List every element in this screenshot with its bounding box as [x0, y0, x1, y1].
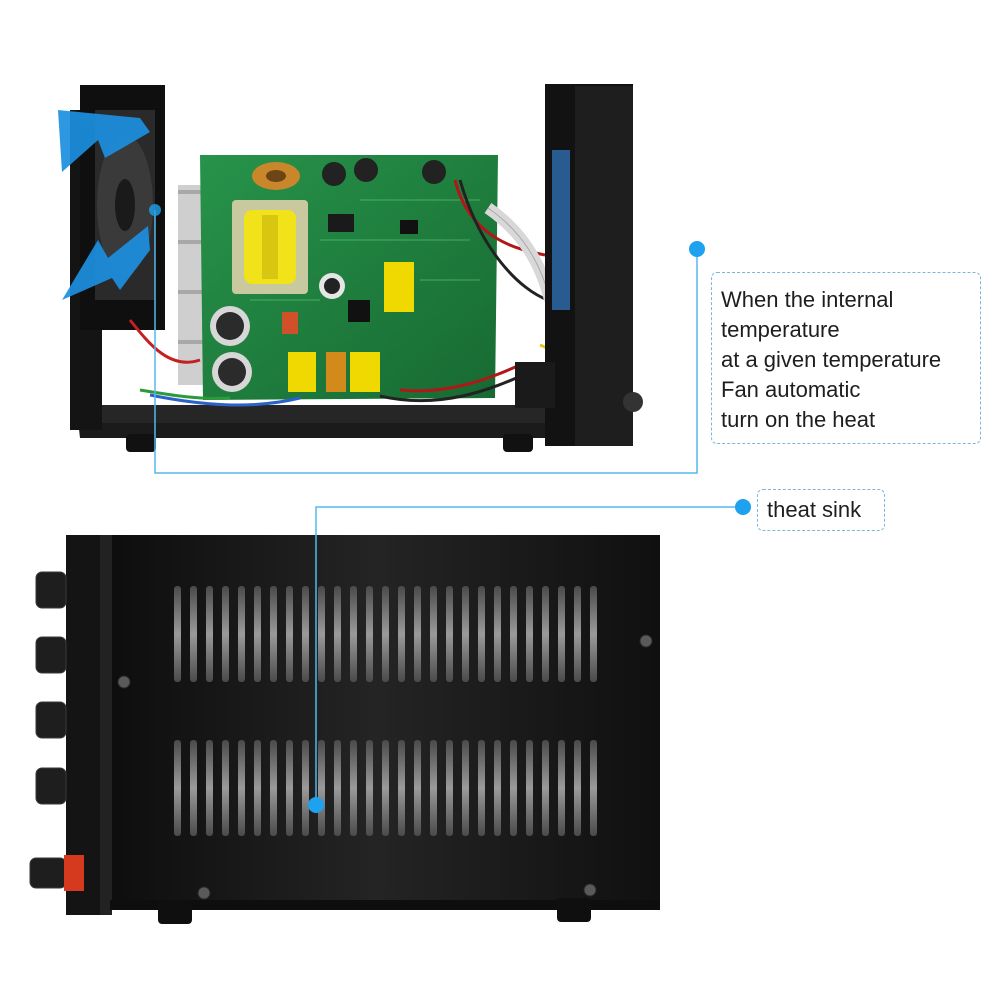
vent-slot: [414, 586, 421, 682]
vent-slot: [494, 740, 501, 836]
vent-slot: [238, 740, 245, 836]
vent-slots-upper: [174, 586, 597, 682]
vent-slot: [558, 740, 565, 836]
vent-slot: [302, 740, 309, 836]
vent-slot: [590, 586, 597, 682]
wires: [128, 179, 557, 407]
vent-slot: [398, 586, 405, 682]
heat-sink-label: theat sink: [767, 497, 862, 522]
vent-slot: [366, 740, 373, 836]
callout-line: Fan automatic: [721, 377, 861, 402]
vent-slot: [462, 740, 469, 836]
vent-slot: [558, 586, 565, 682]
fan-description-callout: When the internal temperature at a given…: [711, 272, 981, 444]
vent-slot: [174, 740, 181, 836]
open-chassis: [58, 84, 643, 452]
circuit-board: [200, 155, 498, 400]
vent-slot: [254, 586, 261, 682]
vent-slot: [430, 740, 437, 836]
vent-slot: [398, 740, 405, 836]
vent-slot: [590, 740, 597, 836]
vent-slot: [174, 586, 181, 682]
knob: [29, 571, 67, 889]
callout-line: at a given temperature: [721, 347, 942, 372]
vent-slot: [238, 586, 245, 682]
vent-slot: [462, 586, 469, 682]
vent-slot: [494, 586, 501, 682]
front-panel: [545, 84, 643, 446]
callout-line: turn on the heat: [721, 407, 876, 432]
vent-slot: [510, 586, 517, 682]
vent-slot: [334, 586, 341, 682]
vent-slot: [574, 586, 581, 682]
vent-slot: [350, 740, 357, 836]
vent-slot: [286, 740, 293, 836]
screw-icon: [117, 634, 653, 900]
vent-slot: [222, 740, 229, 836]
vent-slot: [350, 586, 357, 682]
vent-slot: [318, 586, 325, 682]
vent-slot: [430, 586, 437, 682]
vent-slot: [526, 586, 533, 682]
vent-slot: [334, 740, 341, 836]
fan-airflow-arrow-icon: [58, 110, 150, 300]
vent-slot: [382, 740, 389, 836]
callout-dot-icon: [149, 204, 751, 813]
vent-slot: [222, 586, 229, 682]
vent-slot: [446, 740, 453, 836]
vent-slot: [366, 586, 373, 682]
closed-chassis: [29, 535, 660, 924]
vent-slot: [382, 586, 389, 682]
vent-slot: [190, 586, 197, 682]
vent-slot: [318, 740, 325, 836]
vent-slot: [478, 586, 485, 682]
output-terminal: [64, 855, 84, 891]
vent-slots-lower: [174, 740, 597, 836]
vent-slot: [574, 740, 581, 836]
vent-slot: [302, 586, 309, 682]
vent-slot: [414, 740, 421, 836]
vent-slot: [206, 740, 213, 836]
vent-slot: [206, 586, 213, 682]
vent-slot: [542, 586, 549, 682]
vent-slot: [446, 586, 453, 682]
vent-slot: [526, 740, 533, 836]
callout-line: When the internal: [721, 287, 894, 312]
vent-slot: [270, 586, 277, 682]
vent-slot: [254, 740, 261, 836]
vent-slot: [510, 740, 517, 836]
vent-slot: [286, 586, 293, 682]
vent-slot: [270, 740, 277, 836]
vent-slot: [190, 740, 197, 836]
leader-lines: [154, 210, 743, 805]
callout-line: temperature: [721, 317, 840, 342]
vent-slot: [542, 740, 549, 836]
heat-sink-callout: theat sink: [757, 489, 885, 531]
vent-slot: [478, 740, 485, 836]
